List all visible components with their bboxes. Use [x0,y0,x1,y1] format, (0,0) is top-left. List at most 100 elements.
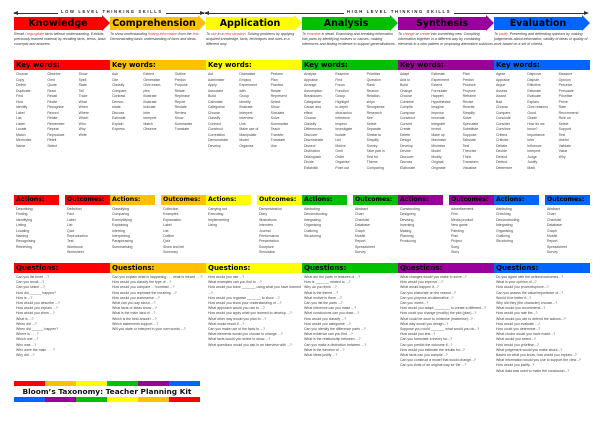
outcome-item: Workbook [67,244,83,249]
description-part: create [419,32,430,36]
key-word: Debate [496,143,508,148]
key-word: Omit [335,149,343,153]
outcome-item: Story [451,250,460,255]
key-word: Observe [47,72,61,76]
question-item: What is the relationship between ...? [304,337,361,342]
key-word: Listen [16,121,26,126]
key-word: Use [270,143,277,148]
key-word: Review [174,110,187,115]
key-word: Take part in [366,149,385,153]
key-word: Highlight [335,99,349,104]
question-item: What approach would you use to ...? [208,306,265,311]
low-level-label: LOW LEVEL THINKING SKILLS [58,9,166,14]
key-word: Group [335,94,346,98]
key-word: Innovate [431,116,445,120]
key-word: Perform [270,72,284,76]
key-word: Relate [270,88,281,93]
key-word: Categorise [208,105,225,109]
key-word: Employ [239,77,251,82]
key-word: Demon- [112,99,125,104]
question-item: What motive is there ...? [304,295,342,300]
key-word: Evaluate [527,94,541,98]
key-word: Link [239,121,246,126]
question-item: What evidence can you find ...? [304,332,353,337]
question-item: What information would you use to suppor… [496,358,581,363]
outcome-item: Plan [451,234,459,239]
key-word: Relate [174,88,185,93]
outcome-item: Summary [163,250,178,255]
question-item: Which one ...? [16,337,39,342]
key-word: Change [400,88,413,93]
description-part: regurgitate [26,32,45,36]
key-word: Recall [47,94,58,98]
key-word: Discriminate [304,138,324,142]
key-word: Transform [462,160,479,164]
question-item: What facts or ideas show ...? [112,306,157,311]
key-word: Arrange [304,83,317,87]
banner-application: Application [206,15,302,31]
outcome-item: Fact [67,212,74,217]
action-item: Locating [16,228,30,233]
key-word: Maximise [431,138,447,142]
action-item: Classifying [112,207,129,211]
key-word: Focus [335,83,345,87]
key-word: Locate [16,127,27,131]
key-words-header: Key words: [398,60,494,70]
description-part: in detail. Examining and breaking inform… [302,32,396,47]
action-item: Exemplifying [112,217,132,222]
key-word: Isolate [335,132,346,137]
key-word: Function [335,88,349,93]
outcome-item: Journal [259,228,271,233]
key-word: Discuss [112,110,125,115]
outcomes-header: Outcomes: [257,195,302,205]
outcome-item: Quiz [67,228,75,233]
key-word: Rewrite [462,105,475,109]
key-word: Create [400,127,411,131]
key-word: Motive [335,143,346,148]
key-word: Apply [208,83,217,87]
action-item: Outlining [496,234,510,239]
question-item: What would you select...? [496,337,536,342]
question-item: How would you prioritise...? [496,342,539,347]
outcome-item: Survey [547,250,558,255]
action-item: Comparing [112,212,130,217]
key-word: Estimate [431,72,445,76]
key-word: Formulate [431,88,448,93]
key-word: Summarise [270,121,289,126]
key-word: How do we [527,121,545,126]
stripe-segment [169,397,200,402]
key-word: Generalise [143,77,161,82]
outcome-item: Simulation [259,250,276,255]
key-word: Investigate [335,127,353,131]
key-word: Separate [366,127,381,131]
key-word: Infer [143,110,151,115]
key-word: Speculate [462,121,479,126]
question-item: Can you list three ...? [16,275,50,279]
key-word: Devise [400,149,411,153]
key-word: Choose [400,94,413,98]
questions-header: Questions: [494,263,590,273]
key-word: Simulate [270,110,285,115]
action-item: Checking [496,212,511,217]
outcome-item: Illustrations [259,217,277,222]
description-part: To show understanding [110,32,149,36]
outcome-item: Film [451,212,458,217]
question-item: Can you construct a model that would cha… [400,358,476,363]
description-part: To [494,32,499,36]
outcome-item: Chart [355,212,364,217]
key-word: Rule on [558,116,571,120]
key-word: Label [16,110,25,115]
key-word: Think [462,154,472,159]
key-word: Discover [304,132,318,137]
action-item: Describing [16,207,33,211]
level-description: To justify. Presenting and defending opi… [494,32,590,60]
key-word: Purpose [174,83,188,87]
banner-analysis: Analysis [302,15,398,31]
question-item: Why do you think ...? [304,285,337,290]
key-word: Test for [366,154,379,159]
key-word: Relation- [366,94,381,98]
question-item: Can you make a distinction between ...? [304,342,367,347]
